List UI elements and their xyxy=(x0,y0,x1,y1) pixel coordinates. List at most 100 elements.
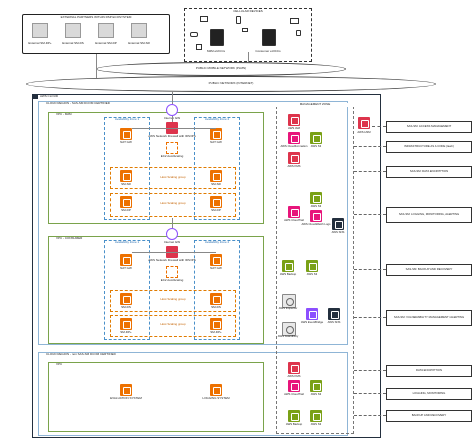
aws-s3-icon-5 xyxy=(310,410,322,422)
region-certified xyxy=(38,101,348,345)
aws-eventbridge-label: AWS EventBridge xyxy=(300,320,324,324)
aws-cloudtrail-icon-2 xyxy=(288,380,300,392)
server-label-2: External SM-DS xyxy=(62,41,84,45)
region-non-certified xyxy=(38,352,348,436)
aws-hsm-label: AWS HSM xyxy=(357,130,371,134)
vpc-consumer-label: VPC - CONSUMER xyxy=(56,236,83,240)
laptop-icon xyxy=(290,18,299,24)
aws-kms-label-1: AWS KMS xyxy=(287,164,301,168)
connector-backup-sas xyxy=(354,269,386,270)
aws-s3-icon-4 xyxy=(310,380,322,392)
vpc-consumer-az2-label: Availability Zone 2 xyxy=(204,240,230,244)
nat-gateway-az1-icon xyxy=(120,128,132,140)
aws-s3-label-4: AWS S3 xyxy=(310,392,322,396)
aws-backup-label-1: AWS Backup xyxy=(279,272,297,276)
vpc-m2m-az1-label: Availability Zone 1 xyxy=(114,117,140,121)
aws-iam-label: AWS IAM xyxy=(287,126,301,130)
logging-system-icon xyxy=(210,384,222,396)
ec2-autoscaling-consumer-icon xyxy=(166,266,178,278)
external-partners-title: EXTERNAL PARTNERS WITHIN RSP ECOSYSTEM xyxy=(60,15,132,19)
sm-dp-az1-icon xyxy=(120,196,132,208)
server-label-3: External SM-DP xyxy=(95,41,117,45)
host-group-label-1: Host Scaling group xyxy=(160,175,186,179)
side-backup-recovery-sas: SAS-SM: BACKUP AND RECOVERY xyxy=(386,264,472,276)
m2m-euicc-label: M2M eUICCs xyxy=(206,49,225,53)
aws-s3-label-1: AWS S3 xyxy=(310,144,322,148)
connector-backup xyxy=(354,415,386,416)
vpc-m2m-az2 xyxy=(194,117,240,220)
vpc-m2m xyxy=(48,112,264,224)
aws-s3-label-2: AWS S3 xyxy=(310,204,322,208)
aws-cloudwatch-icon xyxy=(310,210,322,222)
connector-vulnerability xyxy=(354,317,386,318)
server-label-1: External SM-DP+ xyxy=(28,41,52,45)
aws-cloudtrail-label-2: AWS CloudTrail xyxy=(284,392,304,396)
meter-icon xyxy=(196,44,202,50)
host-scaling-group-sm-sr xyxy=(110,167,236,189)
connector-external-to-internet xyxy=(96,54,97,78)
host-scaling-group-sm-dp-plus xyxy=(110,315,236,337)
sm-sr-az2-icon xyxy=(210,170,222,182)
sm-ds-az2-label: SM-DS xyxy=(211,305,221,309)
aws-kms-icon-2 xyxy=(288,362,300,374)
aws-sns-icon-1 xyxy=(332,218,344,230)
ec2-autoscaling-consumer-label: EC2 AutoScaling xyxy=(160,278,184,282)
host-group-label-3: Host Scaling group xyxy=(160,297,186,301)
ec2-autoscaling-icon xyxy=(166,142,178,154)
sm-dp-az1-label: SM-DP xyxy=(121,208,131,212)
aws-s3-label-3: AWS S3 xyxy=(306,272,318,276)
tv-icon xyxy=(200,16,208,22)
sm-dp-plus-az1-icon xyxy=(120,318,132,330)
nat-gateway-consumer-az2-icon xyxy=(210,254,222,266)
connector-gateway-consumer xyxy=(172,218,173,228)
vpc-m2m-az1 xyxy=(104,117,150,220)
region-certified-label: CLOUD REGION - SAS-SM DCOM CERTIFIED xyxy=(46,101,110,105)
host-group-label-4: Host Scaling group xyxy=(160,322,186,326)
vpc-consumer-az1-label: Availability Zone 1 xyxy=(114,240,140,244)
vpc-consumer xyxy=(48,236,264,344)
aws-s3-icon-1 xyxy=(310,132,322,144)
connector-iaac xyxy=(354,146,386,147)
nat-gateway-az2-icon xyxy=(210,128,222,140)
connector-devices-to-plmn xyxy=(248,52,249,62)
aws-backup-icon-1 xyxy=(282,260,294,272)
side-logging-monitoring: LOGGING, MONITORING xyxy=(386,388,472,400)
aws-kms-icon-1 xyxy=(288,152,300,164)
logging-system-label: LOGGING SYSTEM xyxy=(202,396,230,400)
connector-encryption-sas xyxy=(354,171,386,172)
ec2-autoscaling-label: EC2 AutoScaling xyxy=(160,154,184,158)
aws-cloudtrail-label-1: AWS CloudTrail xyxy=(284,218,304,222)
network-firewall-label: AWS Network Firewall with IDS/IPS xyxy=(148,134,196,138)
aws-s3-icon-3 xyxy=(306,260,318,272)
external-partners-box xyxy=(22,14,170,54)
aws-backup-icon-2 xyxy=(288,410,300,422)
server-sm-dp xyxy=(98,23,114,38)
management-zone-title: MANAGEMENT ZONE xyxy=(276,102,354,107)
connector-logging xyxy=(354,393,386,394)
plmn-label: PUBLIC MOBILE NETWORK (PLMN) xyxy=(195,66,247,70)
host-group-label-2: Host Scaling group xyxy=(160,201,186,205)
aws-cloudtrail-icon-1 xyxy=(288,206,300,218)
aws-cloudwatch-label: AWS CloudWatch Logs xyxy=(301,222,331,226)
aws-cloud-container xyxy=(32,94,381,438)
aws-cloudformation-icon xyxy=(288,132,300,144)
network-firewall-consumer-label: AWS Network Firewall with IDS/IPS xyxy=(148,258,196,262)
side-logging-monitoring-alerting: SAS-SM: LOGGING, MONITORING, ALERTING xyxy=(386,207,472,223)
internet-cloud xyxy=(26,76,436,92)
internet-label: PUBLIC NETWORK (INTERNET) xyxy=(208,81,254,85)
aws-inspector-icon xyxy=(282,294,296,308)
side-vulnerability-management: SAS-SM: VULNERABILITY MANAGEMENT /ALERTI… xyxy=(386,310,472,326)
sm-dp-plus-az2-label: SM-DP+ xyxy=(210,330,222,334)
side-iaac: INFRASTRUCTURE AS A CODE (IaaC) xyxy=(386,141,472,153)
internet-gateway-consumer-label: Internet GW xyxy=(163,240,181,244)
side-backup-recovery: BACKUP AND RECOVERY xyxy=(386,410,472,422)
m2m-euicc-chip-icon xyxy=(210,29,224,46)
sm-ds-az1-label: SM-DS xyxy=(121,305,131,309)
nat-gateway-az2-label: NAT GW xyxy=(210,140,222,144)
sm-ds-az1-icon xyxy=(120,293,132,305)
vpc-non-certified xyxy=(48,362,264,432)
aws-iam-icon xyxy=(288,114,300,126)
internet-gateway-label: Internet GW xyxy=(163,116,181,120)
server-label-4: External SM-SR xyxy=(128,41,150,45)
aws-kms-label-2: AWS KMS xyxy=(287,374,301,378)
